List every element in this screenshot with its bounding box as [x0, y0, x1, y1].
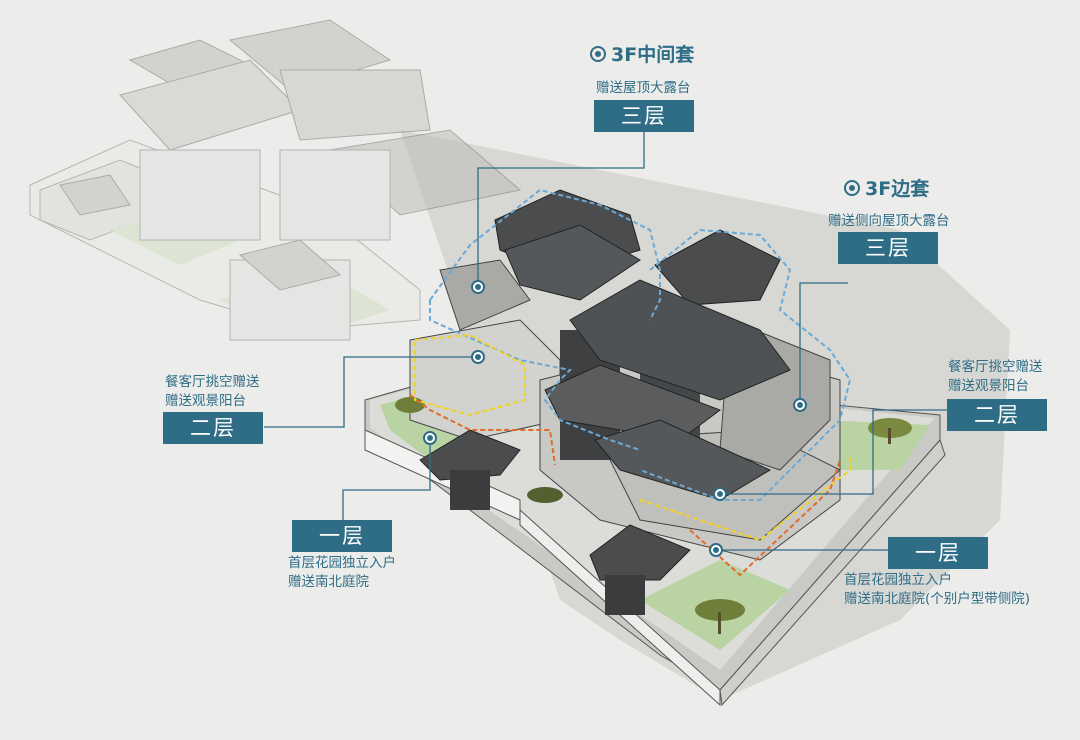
target-icon: [844, 179, 860, 196]
left-first-floor-badge: 一层: [292, 520, 392, 552]
target-icon: [590, 45, 606, 62]
right-second-caption-1: 餐客厅挑空赠送: [948, 359, 1043, 375]
middle-unit-title: 3F中间套: [611, 44, 695, 66]
right-first-caption-1: 首层花园独立入户: [844, 572, 952, 588]
roof-main: [569, 279, 791, 401]
side-third-caption: 赠送侧向屋顶大露台: [828, 213, 950, 229]
leader-dot-icon: [423, 280, 807, 557]
middle-third-floor-badge: 三层: [594, 100, 694, 132]
side-unit-heading: 3F边套: [844, 174, 929, 201]
left-second-caption-1: 餐客厅挑空赠送: [165, 374, 260, 390]
left-second-floor-badge: 二层: [163, 412, 263, 444]
neighbor-building: [29, 19, 522, 341]
side-third-floor-badge: 三层: [838, 232, 938, 264]
leader-lines: [264, 130, 948, 551]
left-first-caption-1: 首层花园独立入户: [288, 555, 396, 571]
right-first-floor-badge: 一层: [888, 537, 988, 569]
right-second-floor-badge: 二层: [947, 399, 1047, 431]
tree-icon: [395, 397, 912, 634]
middle-unit-heading: 3F中间套: [590, 40, 694, 67]
side-unit-title: 3F边套: [865, 178, 930, 200]
left-second-caption-2: 赠送观景阳台: [165, 393, 246, 409]
gate-roof-south: [589, 524, 691, 581]
right-second-caption-2: 赠送观景阳台: [948, 378, 1029, 394]
middle-third-caption: 赠送屋顶大露台: [596, 80, 691, 96]
left-first-caption-2: 赠送南北庭院: [288, 574, 369, 590]
gate-roof-north: [419, 429, 521, 481]
right-first-caption-2: 赠送南北庭院(个别户型带侧院): [844, 591, 1031, 607]
